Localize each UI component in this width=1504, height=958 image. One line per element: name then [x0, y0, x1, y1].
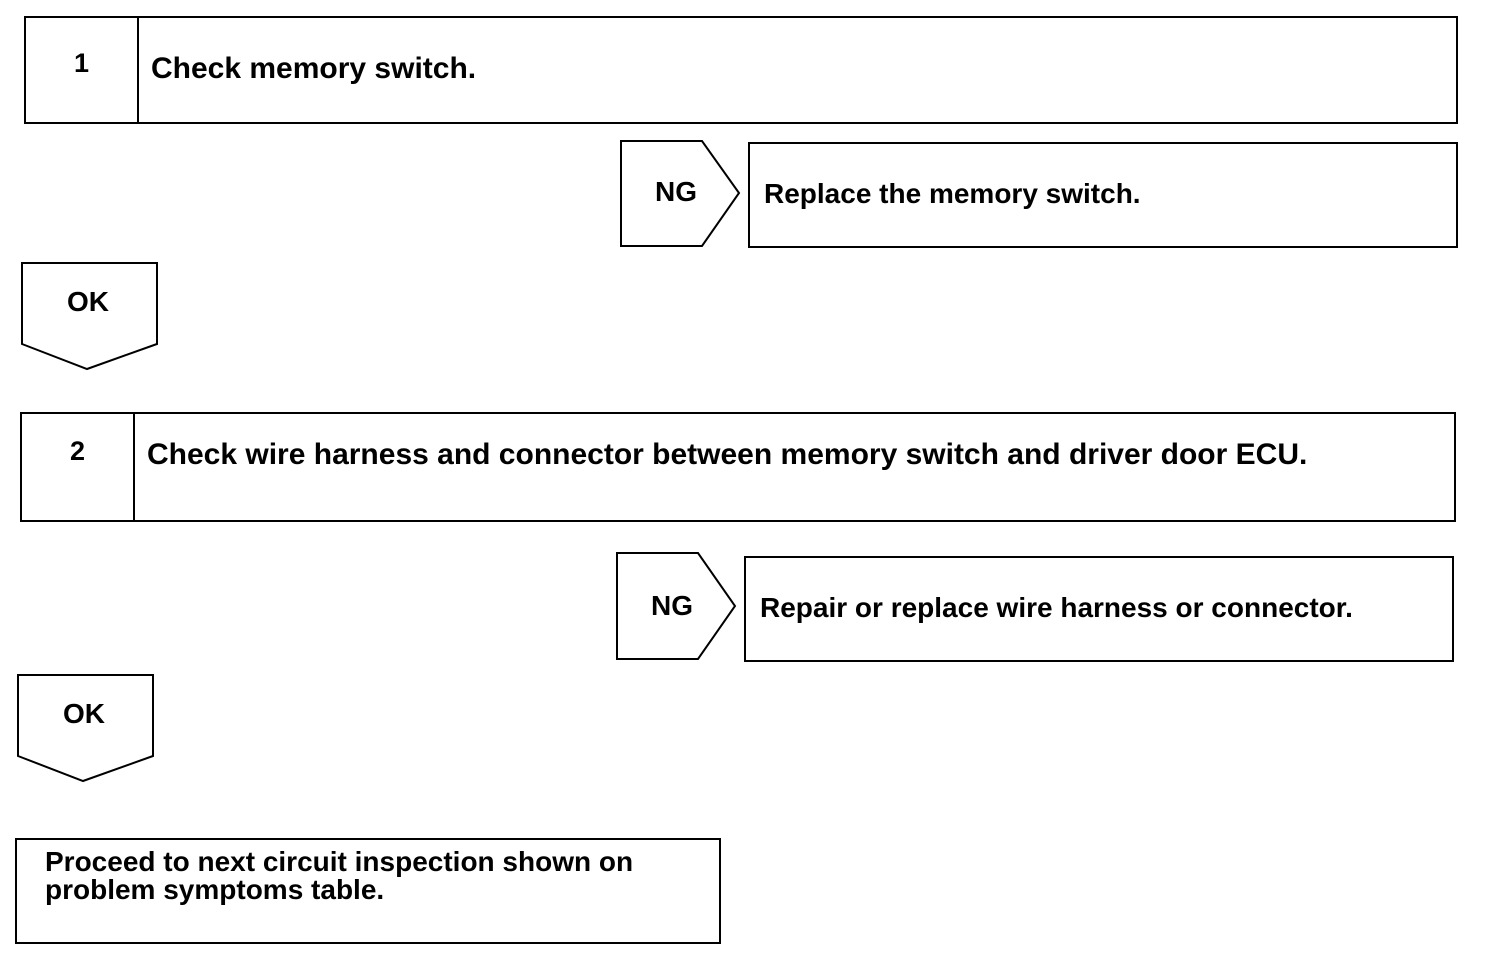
- final-box: Proceed to next circuit inspection shown…: [15, 838, 721, 944]
- ok-1-label: OK: [67, 286, 109, 317]
- ng-2-action-box: Repair or replace wire harness or connec…: [744, 556, 1454, 662]
- final-text: Proceed to next circuit inspection shown…: [45, 846, 634, 905]
- ng-2-label: NG: [651, 590, 693, 621]
- ng-2-action-text: Repair or replace wire harness or connec…: [760, 592, 1353, 623]
- step-2-box: 2 Check wire harness and connector betwe…: [20, 412, 1456, 522]
- ng-1-arrow: [620, 140, 741, 247]
- step-2-number: 2: [22, 414, 135, 520]
- step-1-text: Check memory switch.: [151, 52, 477, 85]
- step-1-number: 1: [26, 18, 139, 122]
- ok-2-arrow: [17, 674, 154, 783]
- ng-2-arrow: [616, 552, 737, 660]
- ng-1-action-box: Replace the memory switch.: [748, 142, 1458, 248]
- ok-2-label: OK: [63, 698, 105, 729]
- ng-1-label: NG: [655, 176, 697, 207]
- step-1-box: 1 Check memory switch.: [24, 16, 1458, 124]
- ok-1-arrow: [21, 262, 158, 371]
- ng-1-action-text: Replace the memory switch.: [764, 178, 1141, 209]
- step-2-text: Check wire harness and connector between…: [147, 438, 1308, 471]
